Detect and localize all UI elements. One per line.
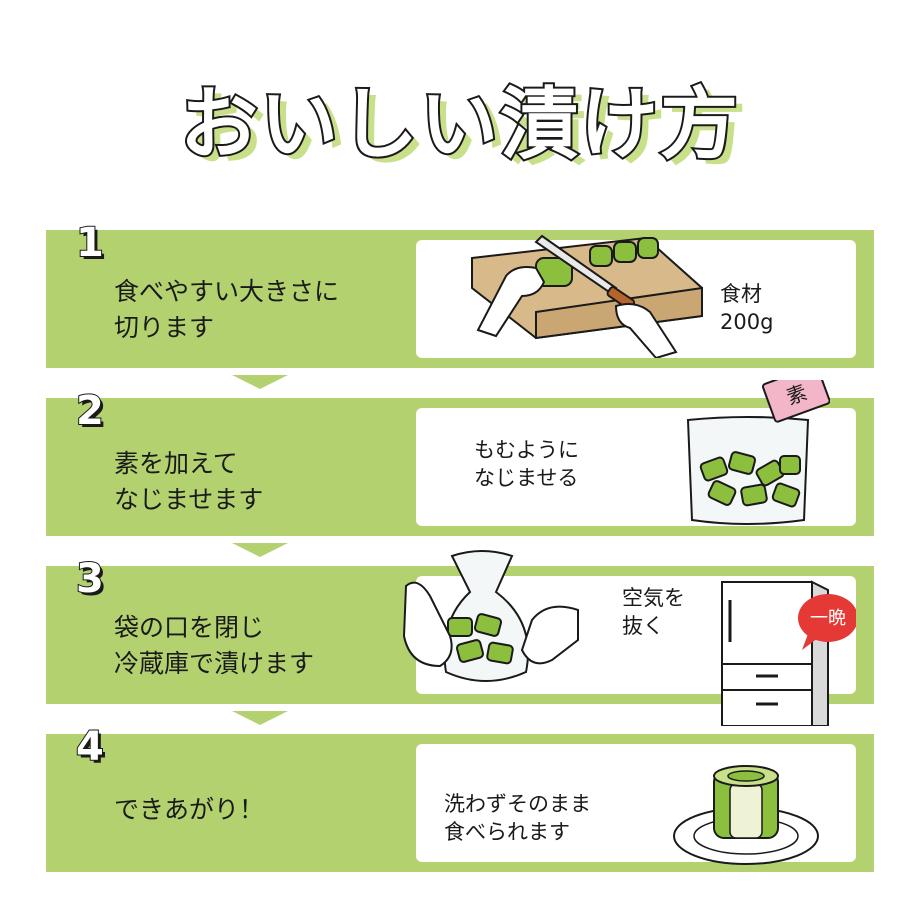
down-arrow — [232, 375, 288, 389]
note-line-2: 200g — [720, 310, 774, 334]
step-number: 4 — [75, 723, 105, 771]
ingredient-note: 食材 200g — [720, 280, 773, 336]
plated-pickle-illustration — [673, 765, 819, 865]
note-line-1: もむように — [474, 438, 579, 462]
step-number: 3 — [75, 555, 105, 603]
step-3: 3 袋の口を閉じ 冷蔵庫で漬けます 空気を 抜く — [46, 550, 874, 726]
down-arrow — [232, 543, 288, 557]
step-text-line-1: 素を加えて — [114, 449, 238, 478]
note-line-2: なじませる — [474, 466, 579, 490]
step-text-line-2: なじませます — [114, 485, 264, 514]
step-text-line-1: できあがり！ — [114, 795, 265, 824]
page-title: おいしい漬け方 — [178, 78, 740, 172]
step-panel: 洗わずそのまま 食べられます — [416, 744, 856, 865]
closing-bag-illustration — [402, 550, 579, 682]
bubble-text: 一晩 — [810, 608, 846, 629]
step-number: 1 — [75, 219, 105, 267]
step-text: 袋の口を閉じ 冷蔵庫で漬けます — [114, 610, 314, 682]
cucumber-pieces — [535, 237, 659, 287]
left-hand — [402, 581, 453, 668]
massage-note: もむように なじませる — [474, 436, 579, 492]
step-1: 1 食べやすい大きさに 切ります 食材 200g — [46, 219, 874, 368]
note-line-2: 抜く — [622, 614, 664, 638]
refrigerator-illustration: 一晩 — [721, 580, 856, 726]
bag-with-seasoning-illustration: 素 — [686, 380, 830, 525]
vegetables-in-bag — [699, 451, 801, 508]
title-area: おいしい漬け方 おいしい漬け方 — [0, 62, 920, 176]
step-text-line-1: 袋の口を閉じ — [114, 613, 265, 642]
step-4: 4 できあがり！ 洗わずそのまま 食べられます — [46, 723, 874, 872]
step-text-line-1: 食べやすい大きさに — [114, 277, 340, 306]
note-line-1: 食材 — [720, 282, 762, 306]
note-line-1: 空気を — [622, 586, 685, 610]
step-number: 2 — [75, 387, 105, 435]
cutting-board-illustration — [471, 234, 703, 358]
step-text: 食べやすい大きさに 切ります — [114, 274, 339, 346]
seasoning-pack: 素 — [762, 380, 830, 423]
air-note: 空気を 抜く — [622, 584, 685, 640]
vegetables-in-bag — [447, 613, 514, 665]
overnight-bubble: 一晩 — [798, 594, 856, 650]
step-text-line-2: 切ります — [114, 313, 215, 342]
step-text-line-2: 冷蔵庫で漬けます — [114, 649, 315, 678]
step-panel: 空気を 抜く 一晩 — [402, 550, 856, 726]
step-panel: 食材 200g — [416, 234, 856, 358]
left-hand — [476, 266, 546, 338]
step-text: 素を加えて なじませます — [114, 446, 263, 518]
step-panel: もむように なじませる 素 — [416, 380, 856, 526]
right-hand — [520, 605, 579, 665]
step-2: 2 素を加えて なじませます もむように なじませる 素 — [46, 380, 874, 536]
title-shadow: おいしい漬け方 — [187, 86, 748, 176]
step-text: できあがり！ — [114, 792, 264, 828]
down-arrow — [232, 711, 288, 725]
note-line-1: 洗わずそのまま — [444, 792, 591, 816]
serving-note: 洗わずそのまま 食べられます — [444, 790, 591, 846]
note-line-2: 食べられます — [444, 820, 570, 844]
right-hand — [614, 303, 678, 358]
